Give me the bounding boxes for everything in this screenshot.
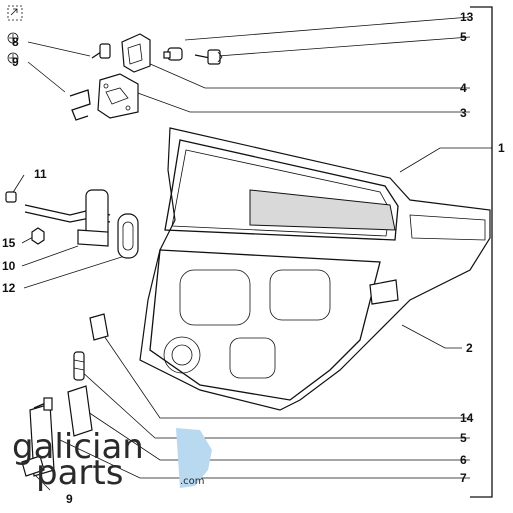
- spring-clip-9: [69, 89, 91, 121]
- label-11: 11: [34, 167, 47, 181]
- plate-3: [97, 73, 139, 119]
- label-4: 4: [460, 81, 467, 95]
- nut-15: [31, 227, 45, 245]
- hinge-7: [21, 403, 55, 477]
- logo-line2: parts: [36, 453, 123, 493]
- bracket-14: [89, 313, 109, 341]
- screw-5-top: [194, 49, 223, 65]
- bolt-5-lower: [73, 351, 85, 381]
- expand-icon: [7, 5, 23, 21]
- bolt-symbol-icon-9: [7, 52, 19, 64]
- label-14: 14: [460, 411, 474, 425]
- hinge-6: [67, 385, 93, 437]
- label-1: 1: [498, 141, 505, 155]
- label-15: 15: [2, 236, 16, 250]
- label-10: 10: [2, 259, 16, 273]
- check-strap-10: [24, 189, 111, 247]
- logo-suffix: .com: [180, 476, 205, 487]
- label-8: 8: [12, 35, 19, 49]
- label-7: 7: [460, 471, 467, 485]
- label-3: 3: [460, 106, 467, 120]
- label-5-top: 5: [460, 30, 467, 44]
- logo-line1: galician: [12, 427, 144, 467]
- callout-labels: 13 5 4 3 1 2 14 5 6 7 8 9 11 15 10 12 9: [2, 10, 505, 506]
- label-13: 13: [460, 10, 474, 24]
- label-5-lower: 5: [460, 431, 467, 445]
- leader-lines: [11, 16, 492, 491]
- label-9-lower: 9: [66, 492, 73, 506]
- bolt-11: [5, 191, 17, 203]
- screw-9-lower: [33, 397, 53, 411]
- striker-4: [121, 33, 151, 73]
- label-12: 12: [2, 281, 16, 295]
- right-bracket: [470, 6, 493, 498]
- label-2: 2: [466, 341, 473, 355]
- galicianparts-logo: galician parts .com: [12, 427, 212, 493]
- label-6: 6: [460, 453, 467, 467]
- bolt-13: [163, 47, 183, 61]
- bolt-8: [91, 43, 111, 59]
- grommet-12: [117, 213, 139, 259]
- logo-accent-shape: [176, 428, 212, 488]
- bolt-symbol-icon-8: [7, 32, 19, 44]
- rear-door-panel: [139, 127, 491, 411]
- label-9-top: 9: [12, 55, 19, 69]
